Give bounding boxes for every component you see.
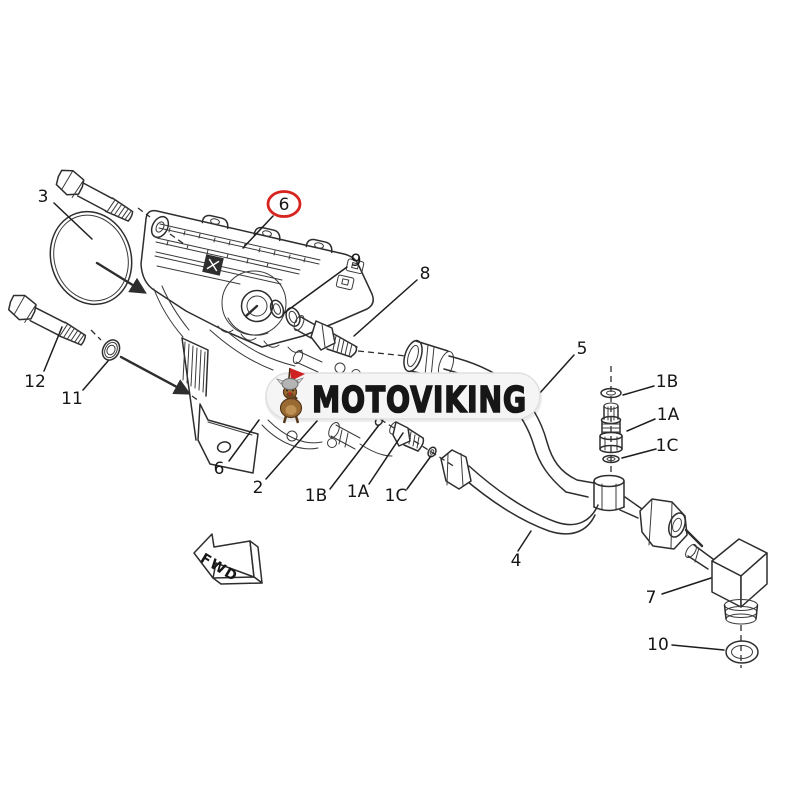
callout-6-lower: 6	[214, 459, 225, 479]
watermark-badge: MOTOVIKING	[265, 367, 542, 424]
callout-1b-lower: 1B	[305, 486, 327, 506]
fuel-line-4	[440, 449, 599, 535]
assembly-axis-arrow	[119, 355, 191, 395]
left-mounting-bolt-12	[7, 294, 87, 346]
bolt-axis-top	[137, 207, 151, 218]
callout-8: 8	[420, 264, 431, 284]
callout-1c-right: 1C	[656, 436, 679, 456]
pump-housing-body	[140, 209, 393, 474]
callout-10: 10	[647, 635, 669, 655]
callout-1a-right: 1A	[657, 405, 680, 425]
leader-lines	[43, 202, 725, 651]
outlet-fitting-8	[293, 315, 407, 358]
bolt-axis-left	[90, 329, 102, 341]
callout-1b-right: 1B	[656, 372, 678, 392]
upper-washer	[150, 215, 170, 239]
fwd-direction-arrow: FWD	[193, 533, 263, 585]
callout-9: 9	[351, 251, 362, 271]
callout-7: 7	[646, 588, 657, 608]
callout-2: 2	[253, 478, 264, 498]
valve-fitting-1a	[599, 402, 623, 454]
lower-valve-stack	[371, 413, 456, 468]
tee-fitting	[593, 474, 643, 519]
callout-1a-lower: 1A	[347, 482, 370, 502]
seal-washer-1c	[602, 454, 620, 464]
callout-11: 11	[61, 389, 83, 409]
hex-coupling-nut	[639, 498, 704, 550]
viking-dog-mascot	[275, 367, 305, 424]
cap-washer-1b	[600, 387, 622, 399]
callout-6-highlighted: 6	[279, 195, 290, 215]
o-ring-10	[725, 640, 759, 664]
elbow-fitting-7	[685, 538, 768, 668]
red-highlight-circle	[266, 190, 302, 218]
bolt-axis-top-2	[169, 233, 185, 245]
callout-4: 4	[511, 551, 522, 571]
o-ring-gasket-3	[49, 210, 147, 306]
callout-3: 3	[38, 187, 49, 207]
callout-5: 5	[577, 339, 588, 359]
assembly-axis-dash	[191, 395, 200, 402]
brand-text: MOTOVIKING	[312, 380, 527, 421]
top-mounting-bolt	[55, 169, 134, 222]
callout-12: 12	[24, 372, 46, 392]
washer-11	[101, 339, 121, 361]
callout-1c-lower: 1C	[385, 486, 408, 506]
right-valve-stack	[599, 366, 623, 476]
